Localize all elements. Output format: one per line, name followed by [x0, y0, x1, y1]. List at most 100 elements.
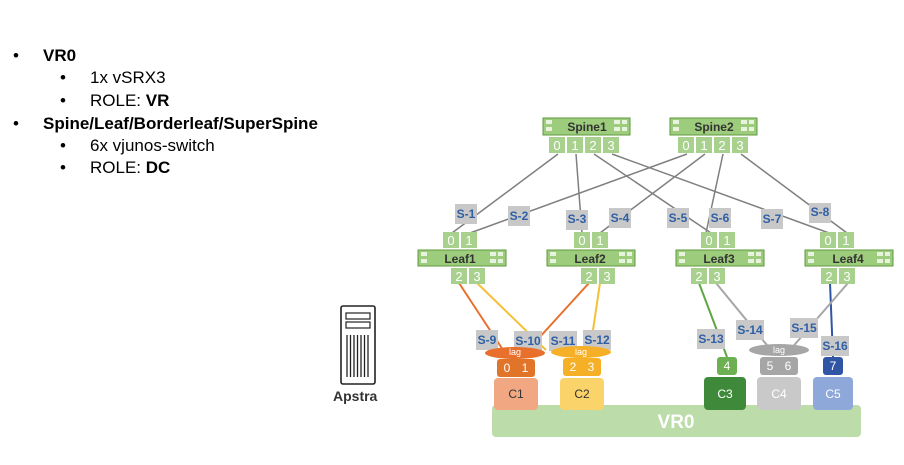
- leaf2-port-3: [599, 268, 615, 284]
- bullet-dot: •: [60, 136, 66, 155]
- apstra-label: Apstra: [333, 388, 378, 404]
- leaf1-port-1: [461, 232, 477, 248]
- leaf2-port-2-label: 2: [585, 269, 592, 284]
- spine1-label: Spine1: [567, 120, 607, 134]
- leaf2-label: Leaf2: [574, 252, 606, 266]
- link-label-s7: S-7: [763, 212, 782, 226]
- leaf2-port-0: [574, 232, 590, 248]
- leaf2-port-0-label: 0: [578, 233, 585, 248]
- spine2-port-2: [714, 137, 730, 153]
- leaf4-switch[interactable]: 0 1 Leaf4 2 3: [804, 232, 894, 284]
- spine1-port-0: [549, 137, 565, 153]
- client-c3-body: [704, 377, 746, 410]
- leaf2-port-1-label: 1: [596, 233, 603, 248]
- link-label-s8: S-8: [811, 205, 830, 219]
- client-c2-port-3: 3: [588, 360, 595, 374]
- bullet-fabric-text: Spine/Leaf/Borderleaf/SuperSpine: [43, 114, 318, 133]
- link-label-bg: [761, 209, 783, 229]
- leaf3-switch[interactable]: 0 1 Leaf3 2 3: [675, 232, 765, 284]
- spine2-port-0: [678, 137, 694, 153]
- spine1-port-3: [603, 137, 619, 153]
- client-c2[interactable]: 2 3 C2: [560, 358, 604, 410]
- spine1-port-3-label: 3: [607, 138, 614, 153]
- link-label-s13: S-13: [698, 332, 724, 346]
- client-c4-port-6: 6: [785, 359, 792, 373]
- vr0-label: VR0: [658, 412, 695, 433]
- client-c4[interactable]: 5 6 C4: [757, 357, 801, 410]
- bullet-vsrx: • 1x vSRX3: [60, 68, 166, 88]
- client-c2-ports: [563, 358, 601, 376]
- leaf4-port-1-label: 1: [842, 233, 849, 248]
- client-c3[interactable]: 4 C3: [704, 357, 746, 410]
- link-label-bg: [809, 203, 831, 223]
- link-label-s10: S-10: [515, 334, 541, 348]
- spine1-port-0-label: 0: [553, 138, 560, 153]
- bullet-dot: •: [60, 91, 66, 110]
- spine2-port-3: [732, 137, 748, 153]
- leaf4-port-0: [820, 232, 836, 248]
- link-label-s5: S-5: [669, 211, 688, 225]
- leaf2-port-2: [581, 268, 597, 284]
- spine2-port-1: [696, 137, 712, 153]
- link-label-s2: S-2: [510, 209, 529, 223]
- leaf2-body: [546, 249, 636, 267]
- client-c3-ports: [717, 357, 737, 375]
- bullet-role-value: VR: [145, 91, 170, 110]
- client-c5-port-7: 7: [830, 359, 837, 373]
- leaf1-label: Leaf1: [444, 252, 476, 266]
- link-label-s4: S-4: [611, 211, 630, 225]
- client-c1[interactable]: 0 1 C1: [494, 359, 538, 410]
- leaf2-switch[interactable]: 0 1 Leaf2 2 3: [546, 232, 636, 284]
- client-c4-label: C4: [771, 387, 787, 401]
- link-label-s6: S-6: [711, 211, 730, 225]
- bullet-role-prefix: ROLE:: [90, 158, 146, 177]
- bullet-role-vr: • ROLE: VR: [60, 91, 170, 111]
- leaf3-label: Leaf3: [703, 252, 735, 266]
- bullet-fabric: • Spine/Leaf/Borderleaf/SuperSpine: [13, 114, 318, 134]
- client-c4-port-5: 5: [767, 359, 774, 373]
- leaf3-port-2: [691, 268, 707, 284]
- spine2-label: Spine2: [694, 120, 734, 134]
- client-c2-body: [560, 378, 604, 410]
- link-label-bg: [514, 331, 542, 351]
- lag-c2: [551, 346, 611, 358]
- spine1-port-2-label: 2: [589, 138, 596, 153]
- client-c5-label: C5: [825, 387, 841, 401]
- client-c5[interactable]: 7 C5: [813, 357, 853, 410]
- client-c4-body: [757, 377, 801, 410]
- bullet-dot: •: [60, 158, 66, 177]
- spine1-port-1-label: 1: [571, 138, 578, 153]
- link-label-bg: [508, 206, 530, 226]
- bullet-vr0: • VR0: [13, 46, 77, 66]
- bullet-list: • VR0 • 1x vSRX3 • ROLE: VR • Spine/Leaf…: [0, 0, 400, 200]
- server-icon: [340, 305, 376, 385]
- link-label-bg: [566, 210, 588, 230]
- client-c3-port-4: 4: [724, 359, 731, 373]
- leaf1-body: [417, 249, 507, 267]
- link-label-s3: S-3: [568, 212, 587, 226]
- link-label-s9: S-9: [478, 333, 497, 347]
- bullet-dot: •: [13, 114, 19, 133]
- bullet-vsrx-text: 1x vSRX3: [90, 68, 166, 87]
- bullet-vr0-text: VR0: [43, 46, 77, 65]
- leaf4-label: Leaf4: [832, 252, 864, 266]
- client-c5-ports: [823, 357, 843, 375]
- spine2-port-2-label: 2: [718, 138, 725, 153]
- link-label-s16: S-16: [822, 339, 848, 353]
- leaf1-switch[interactable]: 0 1 Leaf1 2 3: [417, 232, 507, 284]
- spine1-switch[interactable]: Spine1 0 1 2 3: [542, 117, 631, 153]
- link-label-bg: [609, 208, 631, 228]
- leaf4-port-3-label: 3: [843, 269, 850, 284]
- spine2-switch[interactable]: Spine2 0 1 2 3: [669, 117, 758, 153]
- leaf1-port-3-label: 3: [473, 269, 480, 284]
- client-c5-body: [813, 377, 853, 410]
- spine2-body: [669, 117, 758, 136]
- link-label-bg: [476, 330, 498, 350]
- link-label-s14: S-14: [737, 323, 763, 337]
- link-label-bg: [790, 318, 818, 338]
- leaf3-body: [675, 249, 765, 267]
- bullet-dot: •: [13, 46, 19, 65]
- leaf3-port-3-label: 3: [713, 269, 720, 284]
- lag-c1-label: lag: [509, 347, 521, 357]
- spine2-port-3-label: 3: [736, 138, 743, 153]
